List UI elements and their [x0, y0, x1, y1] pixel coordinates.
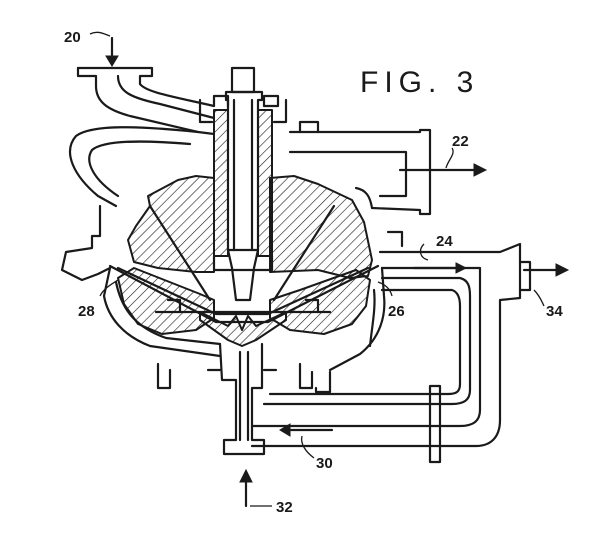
- label-20: 20: [64, 29, 81, 46]
- label-34: 34: [546, 303, 563, 320]
- figure-title: FIG. 3: [360, 66, 479, 99]
- label-32: 32: [276, 499, 293, 516]
- label-22: 22: [452, 133, 469, 150]
- inlet-pipe: [78, 68, 214, 134]
- bottom-inlet-pipe: [208, 344, 276, 454]
- label-24: 24: [436, 233, 453, 250]
- label-26: 26: [388, 303, 405, 320]
- label-28: 28: [78, 303, 95, 320]
- label-30: 30: [316, 455, 333, 472]
- rotor-bowl: [110, 176, 378, 334]
